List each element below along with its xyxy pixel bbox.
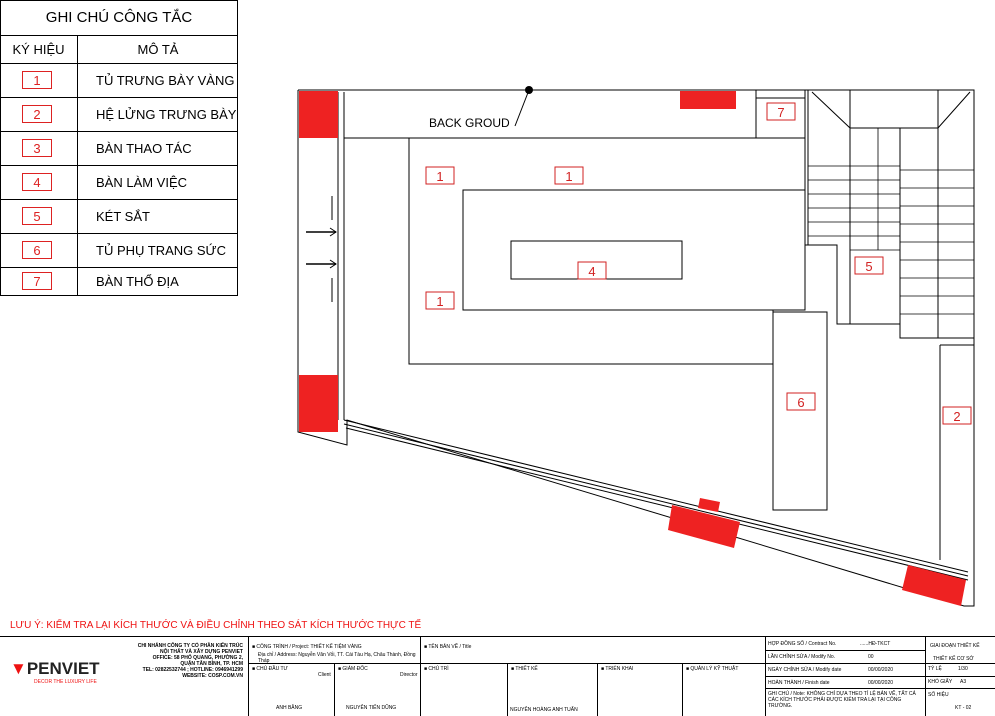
back-label-point: [525, 86, 533, 94]
qa-field: ■ QUẢN LÝ KỸ THUẬT: [686, 666, 739, 672]
altar-7-box: [755, 97, 806, 139]
director-field: ■ GIÁM ĐỐC: [338, 666, 368, 672]
company-line: CHI NHÁNH CÔNG TY CỔ PHẦN KIẾN TRÚC: [137, 643, 243, 649]
plan-tag: 1: [436, 169, 443, 184]
director-sub: Director: [400, 672, 418, 678]
sheet-value: KT - 02: [955, 705, 972, 711]
company-line: QUẬN TÂN BÌNH, TP. HCM: [180, 661, 243, 667]
plan-tag: 7: [777, 105, 784, 120]
legend-header-symbol: KÝ HIỆU: [0, 35, 77, 64]
company-line: NỘI THẤT VÀ XÂY DỰNG PENVIET: [160, 649, 243, 655]
paper-value: A3: [960, 679, 967, 685]
scale-value: 1/30: [958, 666, 968, 672]
red-pillar: [902, 565, 966, 606]
legend-row: 4 BÀN LÀM VIỆC: [0, 165, 238, 200]
company-line: WEBSITE: COSP.COM.VN: [182, 673, 243, 679]
plan-tag: 1: [436, 294, 443, 309]
legend-row: 1 TỦ TRƯNG BÀY VÀNG: [0, 63, 238, 98]
legend-desc: KÉT SẮT: [96, 209, 150, 224]
back-label: BACK GROUD: [429, 116, 510, 130]
legend-symbol: 2: [22, 105, 52, 123]
company-info: CHI NHÁNH CÔNG TY CỔ PHẦN KIẾN TRÚC NỘI …: [115, 643, 243, 679]
legend-row: 3 BÀN THAO TÁC: [0, 131, 238, 166]
company-line: TEL: 02822532744 ; HOTLINE: 0946941299: [142, 667, 243, 673]
project-field: ■ CÔNG TRÌNH / Project: THIẾT KẾ TIỆM VÀ…: [252, 644, 362, 650]
legend-desc: BÀN THỔ ĐỊA: [96, 274, 179, 289]
phase-value: THIẾT KẾ CƠ SỞ: [933, 656, 974, 662]
logo: ▼PENVIET: [10, 659, 100, 679]
legend-row: 5 KÉT SẮT: [0, 199, 238, 234]
back-label-leader: [514, 89, 530, 127]
finish-date-value: 00/00/2020: [868, 680, 894, 686]
contract-value: ......HĐ-TKCT: [860, 641, 891, 647]
red-pillar: [698, 498, 720, 512]
deploy-field: ■ TRIỂN KHAI: [601, 666, 634, 672]
finish-date-label: HOÀN THÀNH / Finish date: [768, 680, 830, 686]
red-pillar: [299, 375, 338, 432]
red-pillar: [680, 91, 736, 109]
plan-tag: 6: [797, 395, 804, 410]
legend-row: 6 TỦ PHỤ TRANG SỨC: [0, 233, 238, 268]
logo-text: PENVIET: [26, 659, 100, 678]
modify-date-value: 00/00/2020: [868, 667, 894, 673]
host-field: ■ CHỦ TRÌ: [424, 666, 449, 672]
legend-symbol: 5: [22, 207, 52, 225]
legend-row: 7 BÀN THỔ ĐỊA: [0, 267, 238, 296]
logo-slogan: DECOR THE LUXURY LIFE: [34, 679, 97, 685]
modify-date-label: NGÀY CHỈNH SỬA / Modify date: [768, 667, 842, 673]
legend-desc: HỆ LỬNG TRƯNG BÀY: [96, 107, 237, 122]
legend-desc: BÀN LÀM VIỆC: [96, 175, 188, 190]
company-line: OFFICE: 58 PHỐ QUANG, PHƯỜNG 2,: [152, 655, 243, 661]
legend-row: 2 HỆ LỬNG TRƯNG BÀY: [0, 97, 238, 132]
side-cabinet-6: [772, 311, 828, 511]
legend-symbol: 4: [22, 173, 52, 191]
legend-symbol: 1: [22, 71, 52, 89]
red-pillar: [668, 505, 740, 548]
owner-name: ANH BẰNG: [276, 705, 303, 711]
notice-text: GHI CHÚ / Note: KHÔNG CHỈ DỰA THEO TỈ LỆ…: [768, 691, 916, 709]
sheet-label: SỐ HIỆU: [928, 692, 949, 698]
red-pillar: [299, 91, 338, 138]
floor-plan: 1 1 1 4 5 6 7 2 BACK GROUD: [297, 86, 975, 607]
modify-value: 00: [868, 654, 874, 660]
designer-name: NGUYỄN HOÀNG ANH TUẤN: [510, 707, 578, 713]
designer-field: ■ THIẾT KẾ: [511, 666, 538, 672]
contract-label: HỢP ĐỒNG SỐ / Contract No.: [768, 641, 837, 647]
modify-label: LẦN CHỈNH SỬA / Modify No.: [768, 654, 836, 660]
scale-label: TỶ LỆ: [928, 666, 942, 672]
showcase-1-outline: [408, 137, 806, 365]
legend-symbol: 6: [22, 241, 52, 259]
legend-symbol: 7: [22, 272, 52, 290]
wall-outline: [297, 89, 975, 607]
logo-mark-icon: ▼: [10, 659, 27, 678]
legend-title: GHI CHÚ CÔNG TẮC: [0, 0, 238, 36]
owner-field: ■ CHỦ ĐẦU TƯ: [252, 666, 288, 672]
paper-label: KHỔ GIẤY: [928, 679, 953, 685]
legend-table: GHI CHÚ CÔNG TẮC KÝ HIỆU MÔ TẢ 1 TỦ TRƯN…: [0, 0, 238, 296]
plan-tag: 2: [953, 409, 960, 424]
legend-symbol: 3: [22, 139, 52, 157]
drawing-title-field: ■ TÊN BẢN VẼ / Title: [424, 644, 472, 650]
legend-desc: TỦ PHỤ TRANG SỨC: [96, 243, 227, 258]
director-name: NGUYỄN TIẾN DŨNG: [346, 705, 397, 711]
plan-tag: 1: [565, 169, 572, 184]
address-field: Địa chỉ / Address: Nguyễn Văn Vối, TT. C…: [258, 652, 416, 664]
owner-sub: Client: [318, 672, 331, 678]
phase-label: GIAI ĐOẠN THIẾT KẾ: [930, 643, 980, 649]
check-note: LƯU Ý: KIỂM TRA LẠI KÍCH THƯỚC VÀ ĐIỀU C…: [10, 620, 422, 631]
legend-header-desc: MÔ TẢ: [78, 35, 238, 64]
legend-desc: BÀN THAO TÁC: [96, 141, 192, 156]
title-block: ▼PENVIET DECOR THE LUXURY LIFE CHI NHÁNH…: [0, 636, 995, 716]
plan-tag: 5: [865, 259, 872, 274]
plan-tag: 4: [588, 264, 595, 279]
legend-desc: TỦ TRƯNG BÀY VÀNG: [96, 73, 235, 88]
